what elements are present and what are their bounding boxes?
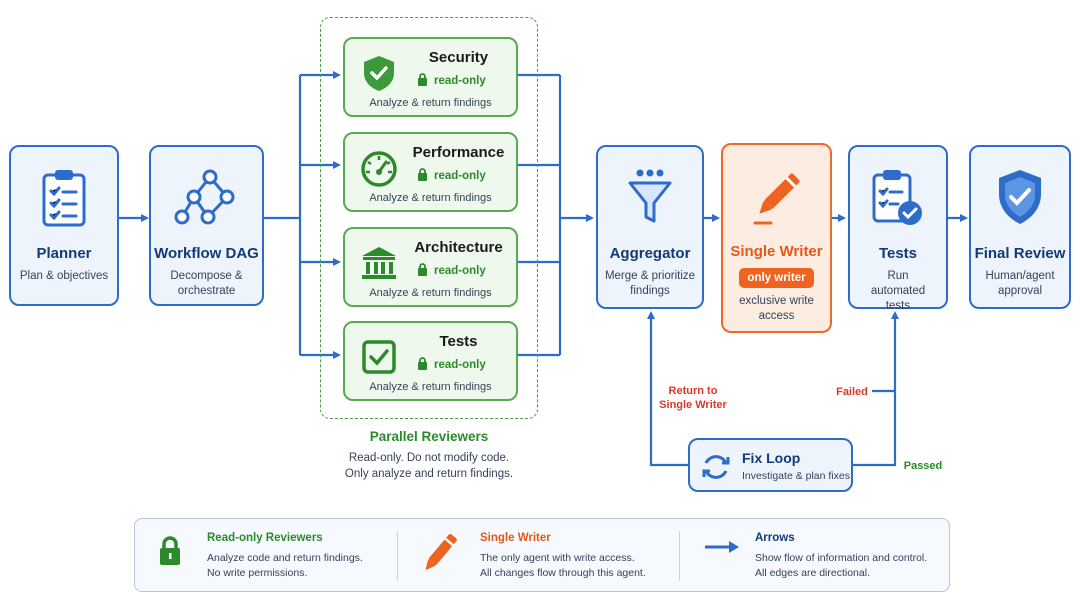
workflow-dag-subtitle: Decompose & orchestrate	[170, 270, 243, 297]
building-columns-icon	[359, 243, 399, 283]
tests-title: Tests	[878, 245, 918, 262]
reviewer-security[interactable]: Security read-only Analyze & return find…	[343, 37, 518, 117]
legend-arrows-title: Arrows	[755, 532, 795, 544]
planner-subtitle: Plan & objectives	[19, 270, 109, 282]
legend-divider	[679, 531, 680, 581]
parallel-reviewers-group	[320, 17, 538, 419]
aggregator-title: Aggregator	[609, 245, 691, 262]
parallel-line-2: Only analyze and return findings.	[344, 468, 514, 480]
read-only-badge: read-only	[417, 168, 486, 185]
final-review-title: Final Review	[974, 245, 1066, 262]
clipboard-check-icon	[850, 167, 946, 229]
single-writer-node[interactable]: Single Writer only writer exclusive writ…	[721, 143, 832, 333]
shield-check-icon	[359, 53, 399, 93]
fix-loop-node[interactable]: Fix Loop Investigate & plan fixes	[688, 438, 853, 492]
read-only-label: read-only	[434, 359, 486, 371]
planner-node[interactable]: Planner Plan & objectives	[9, 145, 119, 306]
legend-writer-line-1: The only agent with write access.	[480, 552, 635, 564]
fix-loop-subtitle: Investigate & plan fixes	[742, 470, 850, 482]
aggregator-node[interactable]: Aggregator Merge & prioritize findings	[596, 145, 704, 309]
read-only-badge: read-only	[417, 263, 486, 280]
read-only-label: read-only	[434, 170, 486, 182]
lock-icon	[417, 168, 428, 185]
legend-arrows-text: Show flow of information and control. Al…	[755, 551, 955, 581]
legend-readonly-line-2: No write permissions.	[207, 567, 308, 579]
read-only-label: read-only	[434, 75, 486, 87]
read-only-label: read-only	[434, 265, 486, 277]
legend-readonly-line-1: Analyze code and return findings.	[207, 552, 363, 564]
reviewer-subtitle: Analyze & return findings	[369, 97, 492, 109]
parallel-line-1: Read-only. Do not modify code.	[348, 452, 510, 464]
legend-readonly-title: Read-only Reviewers	[207, 532, 323, 544]
lock-icon	[417, 357, 428, 374]
parallel-reviewers-title: Parallel Reviewers	[369, 429, 489, 444]
legend-writer-line-2: All changes flow through this agent.	[480, 567, 646, 579]
legend-writer-text: The only agent with write access. All ch…	[480, 551, 680, 581]
single-writer-subtitle: exclusive write access	[739, 295, 814, 322]
planner-title: Planner	[36, 245, 92, 262]
shield-check-icon	[971, 167, 1069, 229]
reviewer-tests[interactable]: Tests read-only Analyze & return finding…	[343, 321, 518, 401]
funnel-icon	[598, 167, 702, 229]
reviewer-title: Performance	[412, 144, 505, 161]
lock-icon	[417, 263, 428, 280]
final-review-node[interactable]: Final Review Human/agent approval	[969, 145, 1071, 309]
pen-icon	[723, 165, 830, 227]
refresh-icon	[700, 451, 732, 488]
reviewer-title: Architecture	[414, 239, 503, 256]
return-to-writer-label: Return to Single Writer	[652, 384, 734, 412]
parallel-reviewers-description: Read-only. Do not modify code. Only anal…	[320, 450, 538, 482]
gauge-icon	[359, 148, 399, 188]
reviewer-subtitle: Analyze & return findings	[369, 381, 492, 393]
arrow-right-icon	[703, 539, 741, 560]
return-label-line-1: Return to	[668, 385, 718, 397]
return-label-line-2: Single Writer	[659, 399, 727, 411]
read-only-badge: read-only	[417, 73, 486, 90]
tests-subtitle: Run automated tests	[870, 270, 926, 312]
clipboard-checklist-icon	[11, 167, 117, 229]
lock-icon	[417, 73, 428, 90]
reviewer-architecture[interactable]: Architecture read-only Analyze & return …	[343, 227, 518, 307]
failed-label: Failed	[836, 386, 868, 398]
read-only-badge: read-only	[417, 357, 486, 374]
workflow-dag-title: Workflow DAG	[154, 245, 259, 262]
fix-loop-title: Fix Loop	[742, 450, 801, 466]
reviewer-title: Security	[428, 49, 489, 66]
legend: Read-only Reviewers Analyze code and ret…	[134, 518, 950, 592]
legend-divider	[397, 531, 398, 581]
workflow-dag-node[interactable]: Workflow DAG Decompose & orchestrate	[149, 145, 264, 306]
reviewer-performance[interactable]: Performance read-only Analyze & return f…	[343, 132, 518, 212]
tests-node[interactable]: Tests Run automated tests	[848, 145, 948, 312]
reviewer-subtitle: Analyze & return findings	[369, 192, 492, 204]
arrow-dag-fanout	[264, 75, 302, 355]
pen-icon	[419, 529, 459, 584]
reviewer-subtitle: Analyze & return findings	[369, 287, 492, 299]
checkbox-icon	[359, 337, 399, 377]
reviewer-title: Tests	[439, 333, 478, 350]
legend-arrows-line-1: Show flow of information and control.	[755, 552, 928, 564]
graph-nodes-icon	[151, 167, 262, 229]
final-review-subtitle: Human/agent approval	[985, 270, 1055, 297]
legend-arrows-line-2: All edges are directional.	[755, 567, 870, 579]
passed-label: Passed	[903, 460, 943, 472]
aggregator-subtitle: Merge & prioritize findings	[604, 270, 696, 297]
legend-readonly-text: Analyze code and return findings. No wri…	[207, 551, 407, 581]
only-writer-badge: only writer	[739, 268, 814, 288]
single-writer-title: Single Writer	[730, 243, 823, 260]
lock-icon	[159, 535, 181, 572]
legend-writer-title: Single Writer	[480, 532, 551, 544]
